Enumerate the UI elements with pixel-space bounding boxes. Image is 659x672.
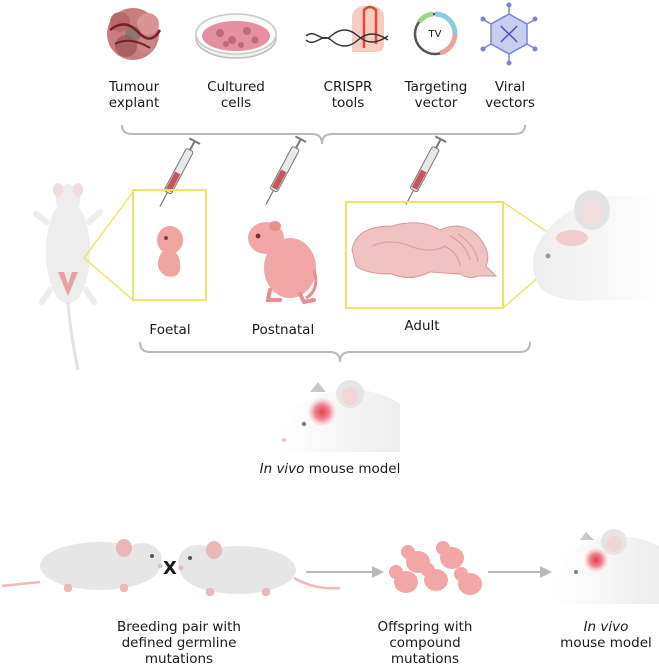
cross-symbol: X [163,558,177,579]
plasmid-icon [413,11,458,56]
brain-illustration [351,222,498,279]
arrow-offspring-to-model [488,566,552,578]
stage-label-adult: Adult [404,318,440,334]
model-mouse-center-illustration [281,380,400,452]
pregnant-mouse-illustration [33,183,103,371]
model-caption-center: In vivo mouse model [259,461,401,477]
plasmid-badge-text: TV [428,29,442,40]
arrow-pair-to-offspring [306,566,384,578]
petri-dish-icon [195,13,277,59]
stage-label-foetal: Foetal [149,322,191,338]
syringe-postnatal [265,135,307,205]
adult-mouse-head-illustration [533,190,659,301]
crispr-icon [305,5,389,52]
adult-highlight-box [345,201,504,309]
postnatal-pup-illustration [248,221,318,305]
virus-icon [480,2,538,66]
tumour-explant-icon [107,8,162,60]
foetal-highlight-box [132,189,207,301]
stage-label-postnatal: Postnatal [251,322,315,338]
middle-bracket [139,341,531,363]
syringe-adult [405,135,447,205]
syringe-foetal [159,137,201,207]
breeding-mouse-left-illustration [1,539,163,592]
breeding-mouse-right-illustration [178,541,341,596]
top-bracket [121,124,526,145]
model-mouse-right-illustration [555,529,659,604]
offspring-pups-illustration [389,541,482,595]
embryo-illustration [157,226,183,277]
